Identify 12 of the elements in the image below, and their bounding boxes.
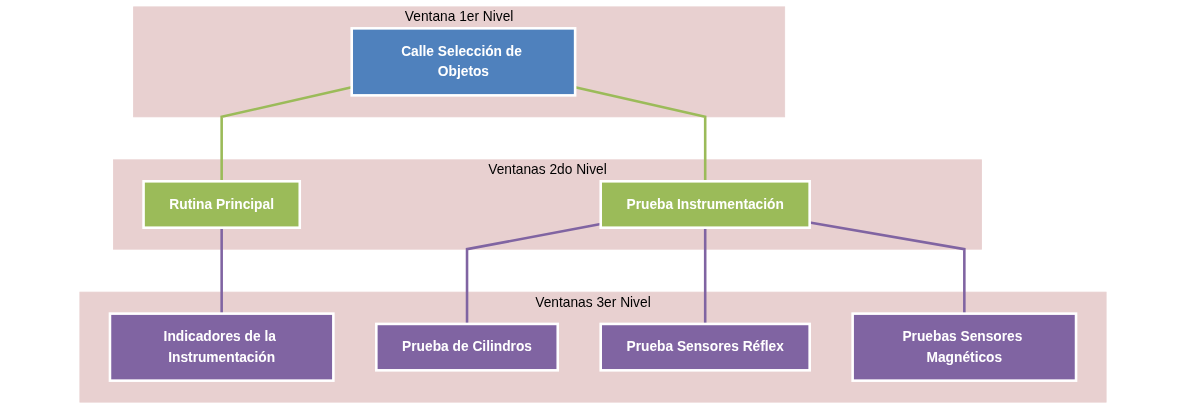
node-box: Prueba Instrumentación <box>599 180 811 229</box>
node-box: Indicadores de la Instrumentación <box>108 312 335 382</box>
node-box: Prueba de Cilindros <box>375 322 560 372</box>
node-box: Rutina Principal <box>142 180 302 229</box>
connector <box>220 86 352 182</box>
node-box: Calle Selección de Objetos <box>350 27 577 97</box>
node-box: Prueba Sensores Réflex <box>599 322 811 372</box>
connector <box>465 222 601 324</box>
connector <box>703 227 707 324</box>
connector <box>220 227 223 314</box>
connector <box>809 221 966 314</box>
node-box: Pruebas Sensores Magnéticos <box>851 312 1078 382</box>
